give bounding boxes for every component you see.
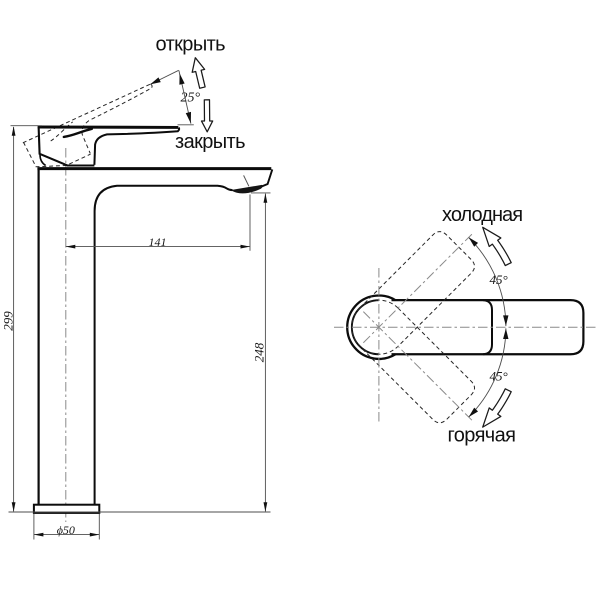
svg-text:закрыть: закрыть bbox=[175, 131, 245, 153]
svg-text:ϕ50: ϕ50 bbox=[57, 523, 75, 537]
svg-text:горячая: горячая bbox=[448, 424, 516, 446]
svg-text:45°: 45° bbox=[490, 369, 508, 384]
svg-text:299: 299 bbox=[1, 311, 16, 331]
svg-text:45°: 45° bbox=[490, 272, 508, 287]
svg-text:холодная: холодная bbox=[442, 204, 522, 226]
svg-text:248: 248 bbox=[252, 342, 267, 362]
svg-text:открыть: открыть bbox=[156, 34, 226, 56]
svg-text:25°: 25° bbox=[181, 90, 201, 105]
svg-text:141: 141 bbox=[149, 235, 167, 249]
